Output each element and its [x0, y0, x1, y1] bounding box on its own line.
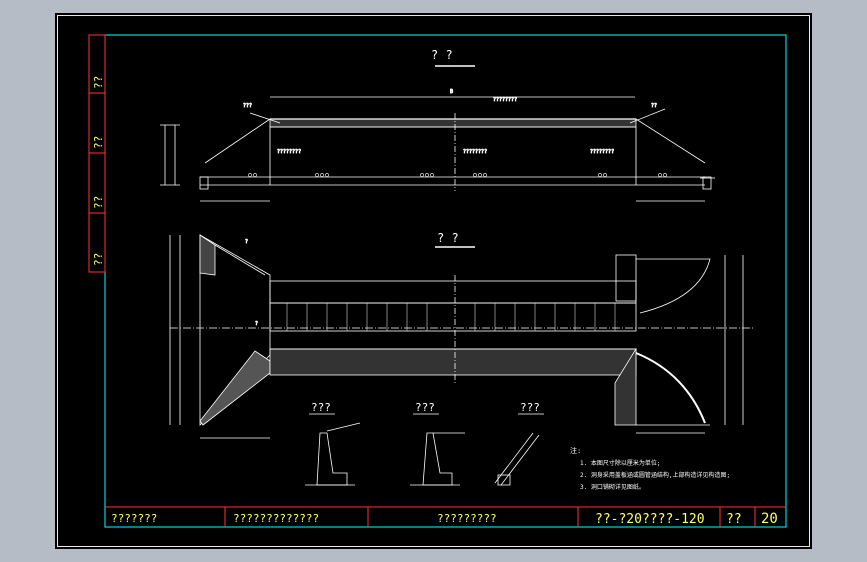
span-label: B	[450, 89, 453, 95]
section-title-3: ???	[520, 401, 540, 414]
plan-callout-left: ?	[245, 239, 248, 245]
top-note: ????????	[493, 97, 517, 103]
notes: 注: 1. 本图尺寸除以厘米为单位; 2. 洞身采用盖板涵或圆管涵结构,上部构造…	[570, 446, 730, 491]
elev-left-callout: ???	[243, 103, 252, 109]
margin-label-4: ??	[92, 253, 105, 266]
section-title-2: ???	[415, 401, 435, 414]
cad-drawing: ?? ?? ?? ?? ? ? B ???????? ??? ?? ??????…	[88, 34, 787, 528]
plan-view: ? ? ? ?	[169, 231, 755, 439]
road-note-3: ????????	[590, 149, 614, 155]
margin-label-3: ??	[92, 196, 105, 209]
road-note-1: ????????	[277, 149, 301, 155]
project-name: ?????????????	[233, 512, 319, 525]
sheet-label: ??	[726, 512, 742, 527]
section-title-1: ???	[311, 401, 331, 414]
inner-frame	[104, 34, 787, 528]
margin-label-2: ??	[92, 136, 105, 149]
note-2: 2. 洞身采用盖板涵或圆管涵结构,上部构造详见构造图;	[580, 471, 730, 479]
elev-right-callout: ??	[651, 103, 657, 109]
title-block: ??????? ????????????? ????????? ??-?20??…	[105, 506, 786, 527]
section-details: ??? ??? ???	[305, 401, 544, 486]
note-1: 1. 本图尺寸除以厘米为单位;	[580, 459, 660, 467]
elevation-title: ? ?	[431, 48, 453, 62]
sheet-number: 20	[761, 511, 778, 527]
note-3: 3. 洞口铺砌详见图纸。	[580, 483, 645, 491]
drawing-sheet: ?? ?? ?? ?? ? ? B ???????? ??? ?? ??????…	[55, 13, 812, 549]
plan-title: ? ?	[437, 231, 459, 245]
notes-heading: 注:	[570, 446, 581, 455]
company-name: ???????	[111, 512, 157, 525]
drawing-number: ??-?20????-120	[595, 512, 705, 527]
road-note-2: ????????	[463, 149, 487, 155]
plan-callout-mid: ?	[255, 321, 258, 327]
elevation-view: ? ? B ???????? ??? ?? ???????? ???????? …	[160, 48, 715, 202]
margin-label-1: ??	[92, 76, 105, 89]
drawing-name: ?????????	[437, 512, 497, 525]
